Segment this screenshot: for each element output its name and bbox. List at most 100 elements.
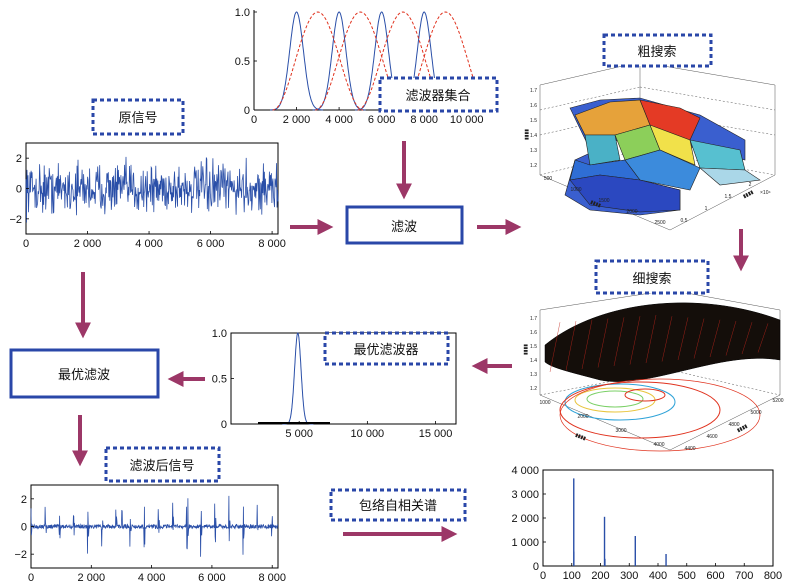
original-signal-xtick-label: 8 000 [258, 238, 286, 250]
envelope-autocorr-xtick-label: 400 [649, 570, 667, 582]
optimal-filtering-box[interactable]: 最优滤波 [9, 348, 160, 399]
fine-search-xtick-label: 2000 [577, 414, 588, 420]
optimal-filter-xtick-label: 5 000 [285, 428, 313, 440]
envelope-autocorr-xtick-label: 0 [540, 570, 546, 582]
fine-search-ylabel-glyph: ▮▮▮▮ [736, 423, 749, 434]
coarse-search-ytick-label: 2 [749, 182, 752, 188]
filtered-signal-label: 滤波后信号 [129, 459, 194, 474]
fine-search-mesh-line [613, 317, 625, 367]
filter-bank-blue-filter [270, 11, 324, 111]
fine-search-mesh-line [693, 318, 705, 359]
original-signal-xtick-label: 2 000 [74, 238, 102, 250]
filter-bank-xtick-label: 6 000 [368, 114, 396, 126]
fine-search-mesh-line [725, 320, 737, 356]
original-signal-series [25, 156, 279, 223]
coarse-search-xtick-label: 1000 [570, 187, 581, 193]
fine-search-mesh-line [549, 322, 561, 373]
fine-search-ytick-label: 4400 [684, 446, 695, 452]
optimal-filter-xtick-label: 15 000 [419, 428, 453, 440]
fine-search-mesh-line [597, 318, 609, 368]
fine-search-ytick-label: 4800 [728, 422, 739, 428]
fine-search-mesh-line [741, 322, 753, 355]
envelope-autocorr-xtick-label: 300 [620, 570, 638, 582]
original-signal-ytick-label: −2 [9, 214, 22, 226]
envelope-autocorr-xtick-label: 500 [678, 570, 696, 582]
fine-search-mesh-line [581, 319, 593, 370]
fine-search-contours [559, 378, 761, 452]
fine-search-mesh-line [757, 323, 769, 353]
filtered-signal-xtick-label: 6 000 [198, 572, 226, 584]
envelope-autocorr-ytick-label: 0 [533, 561, 539, 573]
coarse-search-label-box[interactable]: 粗搜索 [602, 33, 713, 68]
coarse-search-label: 粗搜索 [637, 45, 676, 60]
coarse-search-ztick-label: 1.5 [530, 118, 537, 124]
optimal-filter-ytick-label: 1.0 [212, 328, 227, 340]
filter-bank-xtick-label: 8 000 [410, 114, 438, 126]
envelope-autocorr-ytick-label: 2 000 [511, 513, 539, 525]
fine-search-mesh-line [677, 317, 689, 361]
filter-bank-ytick-label: 0.5 [235, 56, 250, 68]
coarse-search-ztick-label: 1.4 [530, 133, 537, 139]
coarse-search-ylabel-glyph: ▮▮▮▮ [742, 189, 755, 200]
envelope-autocorr-ytick-label: 3 000 [511, 489, 539, 501]
filtered-signal-xtick-label: 8 000 [258, 572, 286, 584]
envelope-autocorr-xtick-label: 700 [735, 570, 753, 582]
fine-search-xtick-label: 3000 [615, 428, 626, 434]
fine-search-ytick-label: 4600 [706, 434, 717, 440]
optimal-filter-label-box[interactable]: 最优滤波器 [323, 331, 450, 366]
coarse-search-xlabel-glyph: ▮▮▮▮ [589, 199, 602, 209]
fine-search-ztick-label: 1.3 [530, 372, 537, 378]
original-signal-ytick-label: 0 [16, 184, 22, 196]
fine-search-label-box[interactable]: 细搜索 [594, 259, 710, 295]
fine-search-xlabel-glyph: ▮▮▮▮ [574, 432, 587, 442]
fine-search-ztick-label: 1.5 [530, 344, 537, 350]
fine-search-ytick-label: 5200 [772, 398, 783, 404]
coarse-search-xtick-label: 500 [544, 176, 553, 182]
filter-bank-xtick-label: 10 000 [450, 114, 484, 126]
envelope-autocorr-label: 包络自相关谱 [359, 498, 437, 514]
fine-search-mesh-line [661, 316, 673, 362]
optimal-filter-xtick-label: 10 000 [351, 428, 385, 440]
coarse-search-ztick-label: 1.3 [530, 148, 537, 154]
coarse-search-zlabel-glyph: ▮▮▮▮ [524, 129, 530, 140]
filtered-signal-label-box[interactable]: 滤波后信号 [104, 446, 221, 483]
coarse-search-y-exponent: ×10⁴ [760, 190, 771, 196]
coarse-search-xtick-label: 1500 [598, 198, 609, 204]
coarse-search-ztick-label: 1.2 [530, 163, 537, 169]
fine-search-mesh-line [629, 316, 641, 365]
filtered-signal-ytick-label: 0 [21, 522, 27, 534]
filter-bank-ytick-label: 1.0 [235, 7, 250, 19]
original-signal-label-box[interactable]: 原信号 [91, 98, 185, 136]
filter-bank-red-filter [272, 11, 364, 111]
original-signal-xtick-label: 4 000 [135, 238, 163, 250]
filter-bank-ytick-label: 0 [244, 105, 250, 117]
optimal-filter-label: 最优滤波器 [353, 343, 418, 358]
fine-search-surface [544, 302, 781, 382]
coarse-search-xtick-label: 2500 [654, 220, 665, 226]
original-signal-label: 原信号 [118, 111, 157, 126]
optimal-filtering-label: 最优滤波 [58, 368, 110, 383]
fine-search-xtick-label: 1000 [539, 400, 550, 406]
fine-search-ztick-label: 1.4 [530, 358, 537, 364]
filtered-signal-ytick-label: 2 [21, 494, 27, 506]
coarse-search-ytick-label: 0.5 [681, 218, 688, 224]
filter-bank-xtick-label: 4 000 [325, 114, 353, 126]
filter-bank-label-box[interactable]: 滤波器集合 [378, 76, 499, 113]
envelope-autocorr-label-box[interactable]: 包络自相关谱 [329, 488, 467, 522]
filtering-box[interactable]: 滤波 [345, 205, 464, 245]
filter-bank-blue-filter [312, 11, 366, 111]
coarse-search-surface [564, 97, 761, 216]
fine-search-mesh-line [709, 319, 721, 358]
fine-search-ztick-label: 1.6 [530, 330, 537, 336]
envelope-autocorr-xtick-label: 200 [591, 570, 609, 582]
fine-search-label: 细搜索 [632, 272, 671, 287]
flow-arrows [72, 141, 749, 542]
fine-search-xtick-label: 4000 [653, 442, 664, 448]
envelope-autocorr-ytick-label: 4 000 [511, 465, 539, 477]
